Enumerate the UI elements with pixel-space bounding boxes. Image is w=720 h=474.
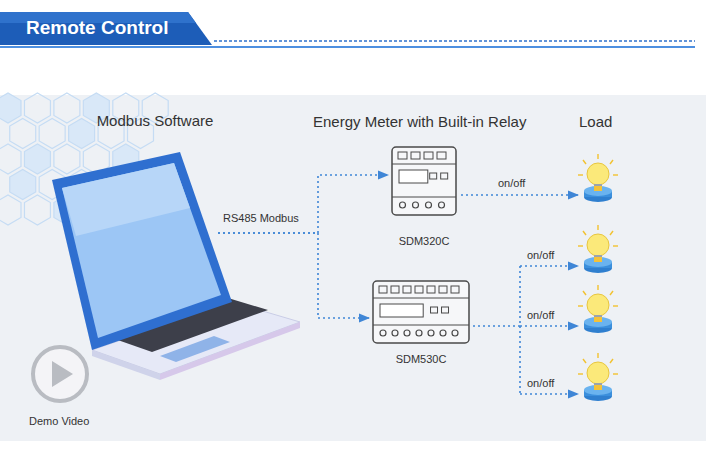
hexagon xyxy=(10,170,36,200)
header-line xyxy=(0,46,695,48)
hexagon xyxy=(39,119,65,149)
meter-terminal xyxy=(427,286,435,293)
meter-display xyxy=(380,304,423,317)
laptop-display xyxy=(62,163,190,236)
meter-screw xyxy=(428,330,434,336)
column-heading: Modbus Software xyxy=(97,112,214,129)
relay-wire xyxy=(520,325,578,327)
hexagon xyxy=(0,144,21,174)
meter-line xyxy=(392,164,456,165)
meter-screw xyxy=(413,202,419,208)
modbus-connector xyxy=(218,233,369,318)
meter-terminal xyxy=(437,152,446,159)
meter-screw xyxy=(439,202,445,208)
meter-drawing xyxy=(371,279,471,345)
meter-terminal xyxy=(439,286,447,293)
meter-screw xyxy=(452,330,458,336)
relay-wire xyxy=(473,325,520,327)
meter-screw xyxy=(404,330,410,336)
meter-line xyxy=(392,197,456,198)
hexagon xyxy=(24,195,50,225)
relay-label: on/off xyxy=(498,177,525,189)
play-triangle xyxy=(52,361,73,387)
column-heading: Energy Meter with Built-in Relay xyxy=(313,113,526,130)
hexagon xyxy=(24,144,50,174)
relay-wire xyxy=(520,393,578,395)
meter-terminal xyxy=(398,152,407,159)
meter-housing xyxy=(392,147,456,215)
meter-screw xyxy=(392,330,398,336)
demo-video-icon xyxy=(33,347,87,401)
meter-screw xyxy=(400,202,406,208)
meter-model: SDM320C xyxy=(399,235,450,247)
column-heading: Load xyxy=(579,113,612,130)
modbus-connector xyxy=(218,175,388,233)
hexagon xyxy=(10,119,36,149)
relay-label: on/off xyxy=(527,309,554,321)
meter-screw xyxy=(440,330,446,336)
meter-display xyxy=(399,170,428,183)
relay-wire xyxy=(461,194,578,196)
hexagon xyxy=(24,93,50,123)
meter-housing xyxy=(373,281,469,343)
relay-wires xyxy=(461,195,578,394)
header-dash xyxy=(214,40,695,42)
load-bulb xyxy=(578,154,618,202)
play-ring xyxy=(33,347,87,401)
meter-terminal xyxy=(411,152,420,159)
meter-terminal xyxy=(415,286,423,293)
laptop-touchpad xyxy=(160,336,230,362)
load-bulb xyxy=(578,353,618,401)
meter-model: SDM530C xyxy=(396,353,447,365)
meter-screw xyxy=(416,330,422,336)
meter-button xyxy=(431,307,438,313)
page-title: Remote Control xyxy=(26,17,169,39)
meter-button xyxy=(430,173,437,179)
meter-screw xyxy=(426,202,432,208)
load-bulb xyxy=(578,225,618,273)
meter-terminal xyxy=(379,286,387,293)
relay-label: on/off xyxy=(527,377,554,389)
meter-terminal xyxy=(424,152,433,159)
hexagon xyxy=(0,93,21,123)
hexagon xyxy=(54,144,80,174)
relay-wire xyxy=(520,265,578,267)
software-node: Modbus Software xyxy=(92,112,218,342)
load-bulb xyxy=(578,285,618,333)
meter-box: SDM530C xyxy=(371,279,471,365)
hexagon xyxy=(0,195,21,225)
hexagon xyxy=(54,93,80,123)
meter-terminal xyxy=(451,286,459,293)
relay-wire xyxy=(519,266,521,394)
laptop-display xyxy=(62,163,221,338)
meter-terminal xyxy=(391,286,399,293)
hexagon xyxy=(69,119,95,149)
meter-screw xyxy=(380,330,386,336)
video-caption: Demo Video xyxy=(29,415,89,427)
meter-box: SDM320C xyxy=(390,145,458,247)
laptop-screen xyxy=(52,152,232,350)
header-tab xyxy=(0,12,212,45)
meter-drawing xyxy=(390,145,458,217)
meter-line xyxy=(373,325,469,326)
meter-line xyxy=(373,298,469,299)
connector-label: RS485 Modbus xyxy=(222,212,300,224)
laptop-illustration xyxy=(52,152,300,380)
meter-button xyxy=(441,173,448,179)
relay-label: on/off xyxy=(527,249,554,261)
meter-button xyxy=(442,307,449,313)
laptop-base xyxy=(92,350,160,380)
panel xyxy=(0,95,706,441)
meter-terminal xyxy=(403,286,411,293)
